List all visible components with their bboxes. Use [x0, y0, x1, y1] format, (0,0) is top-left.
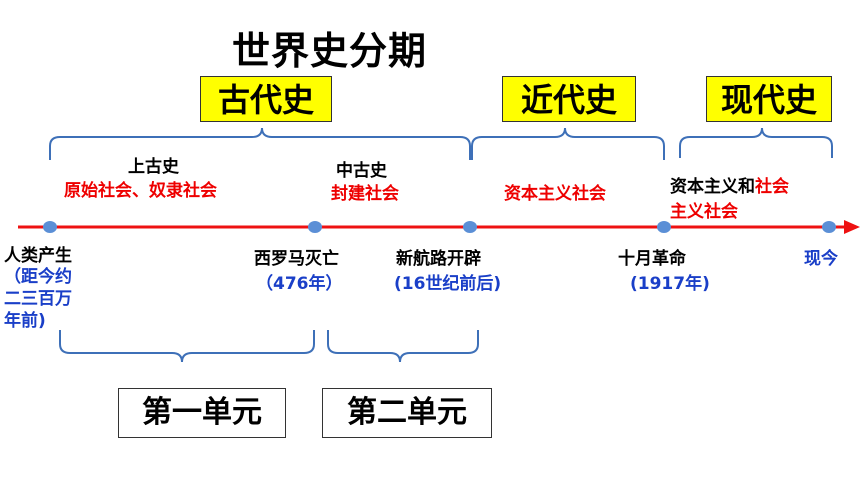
node-present	[822, 221, 836, 233]
node-october	[657, 221, 671, 233]
timeline-arrowhead	[844, 220, 860, 234]
bracket-unit1	[59, 330, 315, 363]
era-ancient-box: 古代史	[200, 76, 332, 122]
event-origin-date-line1: （距今约	[4, 267, 72, 287]
bracket-contemporary	[679, 127, 833, 158]
event-new-route-title: 新航路开辟	[396, 249, 481, 269]
period-contemporary-society-part1: 资本主义和	[670, 177, 755, 197]
event-origin-date-line3: 年前)	[4, 311, 46, 331]
period-contemporary-society-part2: 社会	[755, 177, 789, 197]
event-origin-date: （距今约 二三百万 年前)	[4, 266, 72, 332]
event-rome-date: （476年）	[256, 274, 343, 294]
bracket-unit2	[327, 330, 479, 363]
era-contemporary-box: 现代史	[706, 76, 832, 122]
node-origin	[43, 221, 57, 233]
era-modern-box: 近代史	[502, 76, 636, 122]
event-october-title: 十月革命	[618, 249, 686, 269]
period-modern-society: 资本主义社会	[504, 184, 606, 204]
node-rome	[308, 221, 322, 233]
node-new-route	[463, 221, 477, 233]
period-upper-ancient-title: 上古史	[128, 157, 179, 177]
bracket-modern	[471, 127, 665, 160]
event-rome-title: 西罗马灭亡	[254, 249, 339, 269]
unit1-box: 第一单元	[118, 388, 286, 438]
period-middle-ancient-society: 封建社会	[331, 184, 399, 204]
event-new-route-date: (16世纪前后)	[394, 274, 502, 294]
event-october-date: (1917年)	[630, 274, 710, 294]
period-upper-ancient-society: 原始社会、奴隶社会	[64, 181, 217, 201]
period-contemporary-society: 资本主义和社会 主义社会	[670, 172, 789, 222]
unit2-box: 第二单元	[322, 388, 492, 438]
page-title: 世界史分期	[232, 29, 428, 73]
period-contemporary-society-part3: 主义社会	[670, 202, 738, 222]
event-origin-title: 人类产生	[4, 246, 72, 266]
event-present: 现今	[804, 249, 838, 269]
event-origin-date-line2: 二三百万	[4, 289, 72, 309]
bracket-ancient	[49, 127, 471, 160]
period-middle-ancient-title: 中古史	[336, 161, 387, 181]
